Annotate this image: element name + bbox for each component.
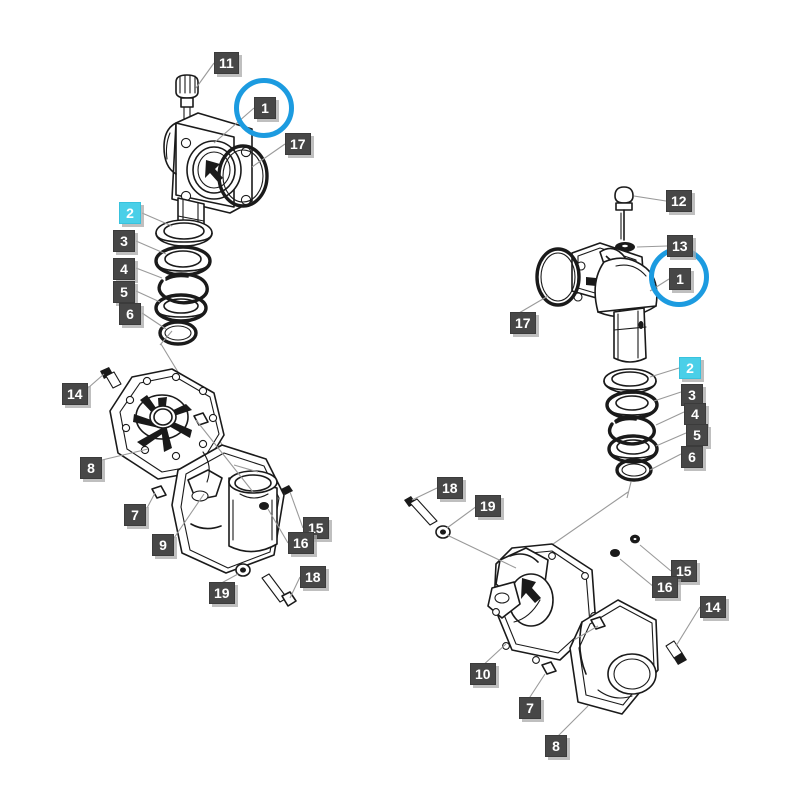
- callout-badge-11[interactable]: 11: [214, 52, 239, 74]
- part-2-seal-left: [155, 219, 213, 247]
- callout-badge-14-right[interactable]: 14: [700, 596, 726, 618]
- part-7-dowel-left-a: [151, 485, 167, 499]
- part-16-washer-left: [259, 502, 269, 510]
- leader-lines-right-lower: [411, 487, 701, 739]
- callout-badge-16-left[interactable]: 16: [288, 532, 314, 554]
- part-18-bolt-left: [261, 573, 297, 607]
- part-11-cap-left: [175, 74, 199, 124]
- part-7-dowel-right-b: [541, 661, 557, 675]
- part-3-seal-right: [605, 390, 659, 420]
- part-6-oring-left: [158, 320, 198, 346]
- part-18-bolt-right: [404, 496, 438, 526]
- callout-badge-19-right[interactable]: 19: [475, 495, 501, 517]
- callout-badge-17-right[interactable]: 17: [510, 312, 536, 334]
- callout-badge-1-right[interactable]: 1: [669, 268, 691, 290]
- part-19-nut-left: [235, 563, 251, 577]
- part-14-bolt-left: [100, 367, 122, 389]
- left-seal-stack-group: [154, 219, 213, 346]
- callout-badge-2-right[interactable]: 2: [679, 357, 701, 379]
- left-housing-group: [100, 367, 297, 607]
- callout-badge-16-right[interactable]: 16: [652, 576, 678, 598]
- part-14-bolt-right: [665, 640, 687, 665]
- part-7-dowel-right-a: [590, 616, 606, 630]
- callout-badge-5-right[interactable]: 5: [686, 424, 708, 446]
- callout-badge-3-right[interactable]: 3: [681, 384, 703, 406]
- right-housing-group: [404, 496, 687, 715]
- callout-badge-18-right[interactable]: 18: [437, 477, 463, 499]
- callout-badge-5-left[interactable]: 5: [113, 281, 135, 303]
- callout-badge-7-left[interactable]: 7: [124, 504, 146, 526]
- callout-badge-13[interactable]: 13: [667, 235, 693, 257]
- part-12-dipstick-right: [614, 186, 634, 241]
- callout-badge-3-left[interactable]: 3: [113, 230, 135, 252]
- callout-badge-12[interactable]: 12: [666, 190, 692, 212]
- callout-badge-7-right[interactable]: 7: [519, 697, 541, 719]
- part-4-snap-ring-right: [607, 415, 656, 446]
- part-19-nut-right: [435, 525, 451, 539]
- leader-lines-right-stack: [518, 195, 687, 561]
- part-8-cover-right: [569, 599, 659, 715]
- callout-badge-6-right[interactable]: 6: [681, 446, 703, 468]
- leader-lines-left-lower: [87, 373, 304, 599]
- callout-badge-8-right[interactable]: 8: [545, 735, 567, 757]
- part-15-bolt-right: [630, 534, 640, 544]
- part-3-seal-left: [154, 245, 212, 277]
- callout-badge-6-left[interactable]: 6: [119, 303, 141, 325]
- part-10-housing-right: [487, 543, 598, 664]
- callout-badge-9-left[interactable]: 9: [152, 534, 174, 556]
- callout-badge-4-left[interactable]: 4: [113, 258, 135, 280]
- part-1-valve-housing-right: [571, 242, 658, 363]
- part-5-seal-right: [607, 434, 659, 464]
- callout-badge-19-left[interactable]: 19: [209, 582, 235, 604]
- callout-badge-1-left[interactable]: 1: [254, 97, 276, 119]
- part-16-washer-right: [610, 549, 620, 557]
- callout-badge-14-left[interactable]: 14: [62, 383, 88, 405]
- part-2-seal-right: [603, 368, 657, 394]
- callout-badge-8-left[interactable]: 8: [80, 457, 102, 479]
- right-seal-stack-group: [603, 368, 659, 482]
- callout-badge-17-left[interactable]: 17: [285, 133, 311, 155]
- part-5-seal-left: [154, 293, 208, 323]
- callout-badge-2-left[interactable]: 2: [119, 202, 141, 224]
- part-4-snap-ring-left: [157, 272, 209, 305]
- highlight-circle-left: [234, 78, 294, 138]
- part-17-oring-left: [217, 144, 269, 208]
- callout-badge-18-left[interactable]: 18: [300, 566, 326, 588]
- part-17-oring-right: [535, 247, 581, 307]
- left-valve-body-group: [163, 74, 269, 244]
- part-9-housing-left: [171, 444, 285, 574]
- right-valve-body-group: [535, 186, 658, 363]
- callout-badge-10[interactable]: 10: [470, 663, 496, 685]
- callout-badge-4-right[interactable]: 4: [684, 403, 706, 425]
